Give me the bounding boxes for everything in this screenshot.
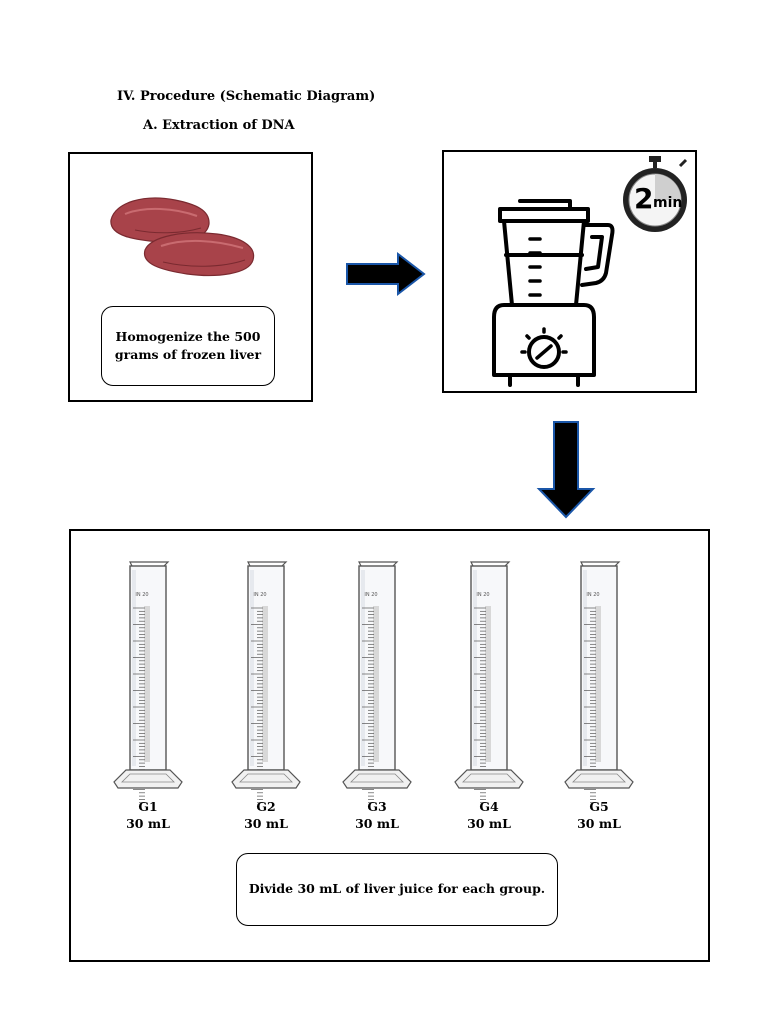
group-volume: 30 mL <box>467 815 511 831</box>
blender-icon <box>492 199 615 387</box>
frozen-liver-illustration <box>110 197 255 277</box>
svg-text:IN 20: IN 20 <box>476 592 489 598</box>
arrow-down-icon <box>536 421 596 519</box>
group-name: G4 <box>479 799 499 814</box>
timer-unit: min <box>653 195 683 211</box>
cylinder-3-icon: IN 20 <box>342 561 412 804</box>
svg-text:IN 20: IN 20 <box>586 592 599 598</box>
arrow-right-icon <box>346 251 426 297</box>
cylinder-4-icon: IN 20 <box>454 561 524 804</box>
cylinder-5-icon: IN 20 <box>564 561 634 804</box>
group-name: G5 <box>589 799 609 814</box>
svg-text:IN 20: IN 20 <box>253 592 266 598</box>
group-volume: 30 mL <box>577 815 621 831</box>
svg-text:IN 20: IN 20 <box>364 592 377 598</box>
group-name: G1 <box>138 799 158 814</box>
stopwatch-icon <box>623 156 688 232</box>
homogenize-text-line2: grams of frozen liver <box>114 347 262 362</box>
divide-instruction: Divide 30 mL of liver juice for each gro… <box>236 853 558 926</box>
group-volume: 30 mL <box>355 815 399 831</box>
homogenize-instruction: Homogenize the 500 grams of frozen liver <box>101 306 275 386</box>
cylinder-2-icon: IN 20 <box>231 561 301 804</box>
cylinder-1-icon: IN 20 <box>113 561 183 804</box>
group-name: G3 <box>367 799 387 814</box>
group-name: G2 <box>256 799 276 814</box>
section-title: IV. Procedure (Schematic Diagram) <box>117 89 376 104</box>
svg-text:IN 20: IN 20 <box>135 592 148 598</box>
group-volume: 30 mL <box>244 815 288 831</box>
timer-value: 2 <box>634 182 654 215</box>
divide-text: Divide 30 mL of liver juice for each gro… <box>248 881 546 897</box>
homogenize-text-line1: Homogenize the 500 <box>115 328 261 344</box>
subsection-title: A. Extraction of DNA <box>143 118 295 133</box>
group-volume: 30 mL <box>126 815 170 831</box>
